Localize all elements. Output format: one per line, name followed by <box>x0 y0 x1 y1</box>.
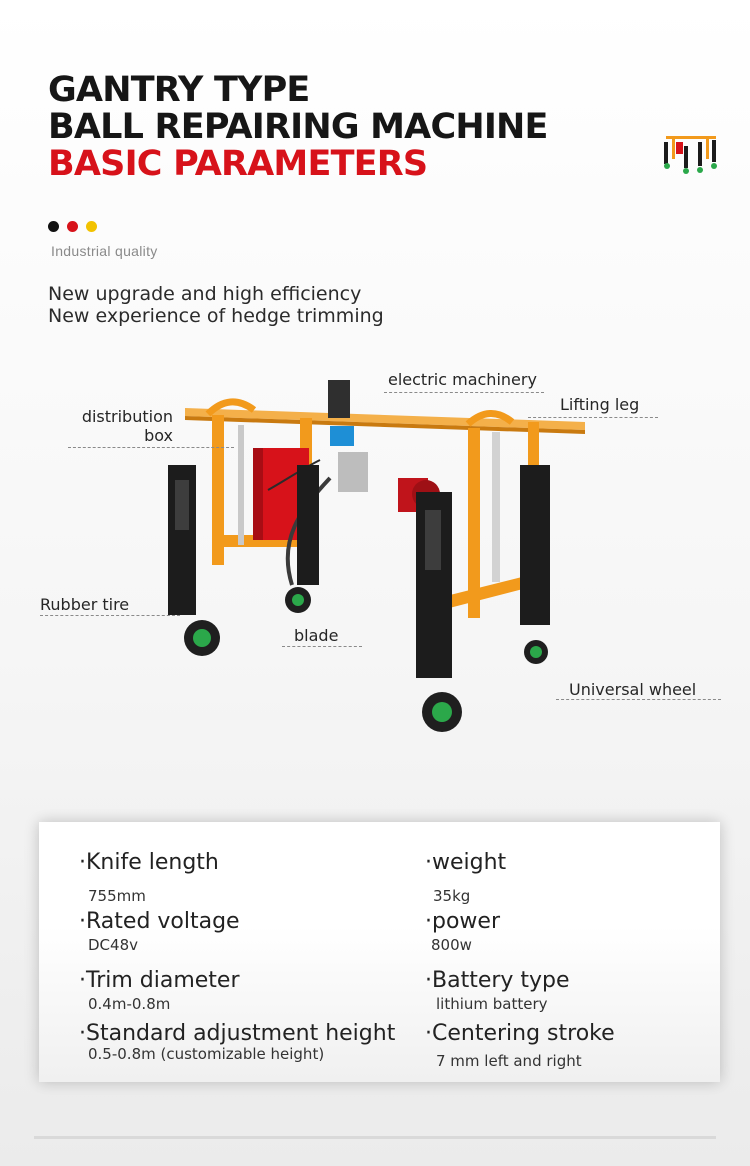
spec-power-label: ·power <box>425 909 500 934</box>
spec-knife-length-label: ·Knife length <box>79 850 219 875</box>
machine-thumbnail <box>664 136 717 174</box>
spec-centering-stroke-label: ·Centering stroke <box>425 1021 615 1046</box>
yellow-dot <box>86 221 97 232</box>
red-dot <box>67 221 78 232</box>
callout-universal-wheel: Universal wheel <box>569 680 697 699</box>
black-dot <box>48 221 59 232</box>
leader-rubber-tire <box>40 615 180 616</box>
slogan-line-2: New experience of hedge trimming <box>48 305 384 327</box>
slogan: New upgrade and high efficiency New expe… <box>48 283 384 327</box>
slogan-line-1: New upgrade and high efficiency <box>48 283 362 305</box>
spec-rated-voltage-value: DC48v <box>88 936 138 954</box>
color-dots <box>48 221 97 232</box>
page-title: GANTRY TYPE BALL REPAIRING MACHINE BASIC… <box>48 72 548 183</box>
callout-distribution-line1: distribution <box>81 407 173 426</box>
title-line-2: BALL REPAIRING MACHINE <box>48 107 548 147</box>
machine-illustration <box>168 380 585 732</box>
spec-weight-value: 35kg <box>433 887 471 905</box>
spec-adjust-height-label: ·Standard adjustment height <box>79 1021 396 1046</box>
title-line-3: BASIC PARAMETERS <box>48 144 428 184</box>
callout-rubber-tire: Rubber tire <box>40 595 130 614</box>
leader-lifting-leg <box>528 417 658 418</box>
spec-knife-length-value: 755mm <box>88 887 146 905</box>
spec-card <box>39 822 720 1082</box>
spec-centering-stroke-value: 7 mm left and right <box>436 1052 582 1070</box>
leader-distribution-box <box>68 447 234 448</box>
leader-electric-machinery <box>384 392 544 393</box>
spec-weight-label: ·weight <box>425 850 507 875</box>
spec-power-value: 800w <box>431 936 472 954</box>
callout-blade: blade <box>294 626 339 645</box>
callout-lifting-leg: Lifting leg <box>560 395 640 414</box>
spec-battery-type-value: lithium battery <box>436 995 548 1013</box>
spec-battery-type-label: ·Battery type <box>425 968 570 993</box>
callout-distribution-line2: box <box>144 426 173 445</box>
title-line-1: GANTRY TYPE <box>48 70 310 110</box>
spec-trim-diameter-label: ·Trim diameter <box>79 968 240 993</box>
callout-electric-machinery: electric machinery <box>388 370 537 389</box>
tagline: Industrial quality <box>51 243 158 259</box>
bottom-divider <box>34 1136 716 1139</box>
leader-blade <box>282 646 362 647</box>
spec-trim-diameter-value: 0.4m-0.8m <box>88 995 171 1013</box>
callout-distribution-box: distribution box <box>73 407 173 445</box>
spec-rated-voltage-label: ·Rated voltage <box>79 909 240 934</box>
spec-adjust-height-value: 0.5-0.8m (customizable height) <box>88 1045 325 1063</box>
leader-universal-wheel <box>556 699 721 700</box>
